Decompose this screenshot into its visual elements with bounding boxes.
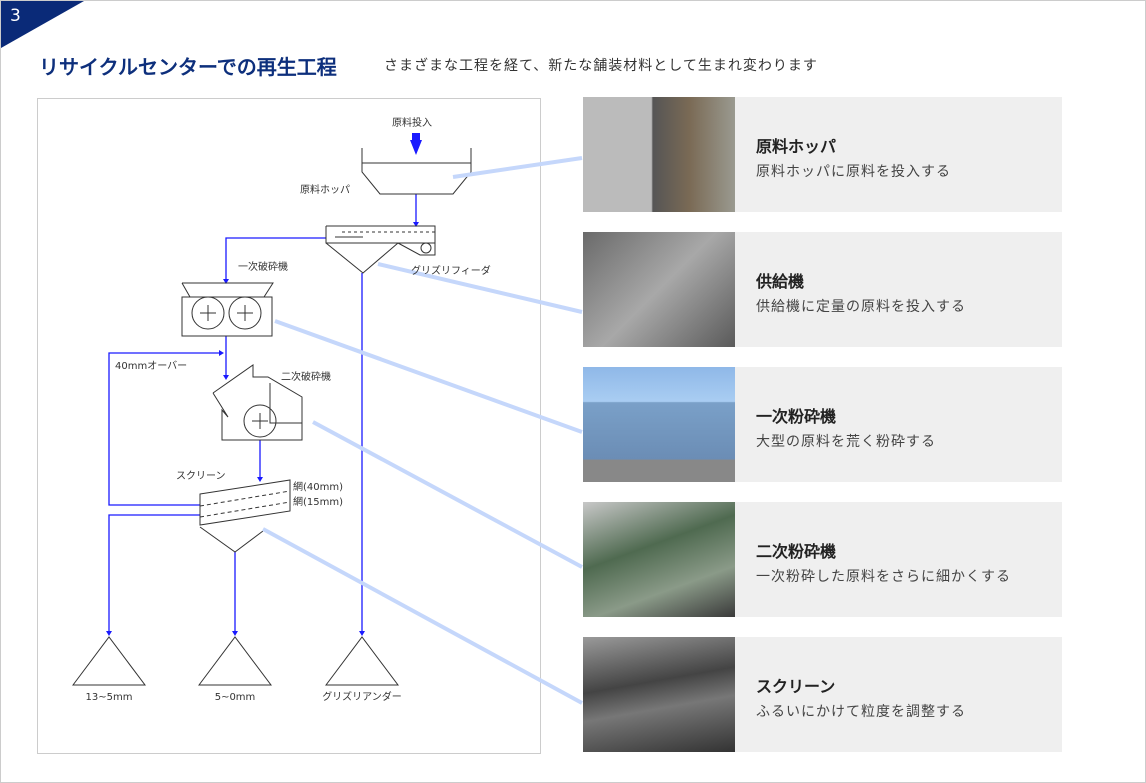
- label-out-13-5: 13~5mm: [86, 692, 133, 703]
- label-out-grizzly-under: グリズリアンダー: [322, 690, 402, 703]
- card-screen: スクリーンふるいにかけて粒度を調整する: [583, 637, 1062, 752]
- label-feeder: グリズリフィーダ: [411, 264, 491, 277]
- secondary-crusher-photo: [583, 502, 735, 617]
- card-feeder: 供給機供給機に定量の原料を投入する: [583, 232, 1062, 347]
- page-subtitle: さまざまな工程を経て、新たな舗装材料として生まれ変わります: [384, 58, 818, 74]
- secondary-crusher-shape: [212, 364, 303, 441]
- label-over: 40mmオーバー: [115, 360, 187, 372]
- card-primary-crusher: 一次粉砕機大型の原料を荒く粉砕する: [583, 367, 1062, 482]
- card-title: スクリーン: [756, 677, 836, 696]
- card-title: 供給機: [756, 272, 805, 291]
- card-secondary-crusher: 二次粉砕機一次粉砕した原料をさらに細かくする: [583, 502, 1062, 617]
- label-mesh-15: 網(15mm): [293, 495, 343, 508]
- card-desc: 一次粉砕した原料をさらに細かくする: [756, 569, 1011, 585]
- flow-arrowheads: [106, 133, 422, 636]
- label-input: 原料投入: [392, 116, 432, 129]
- output-piles: [72, 636, 399, 686]
- equipment-shapes: [72, 148, 472, 686]
- card-desc: ふるいにかけて粒度を調整する: [756, 704, 966, 720]
- primary-crusher-hopper: [181, 282, 274, 298]
- label-primary: 一次破砕機: [238, 260, 288, 273]
- label-secondary: 二次破砕機: [281, 370, 331, 383]
- connector-lines: [262, 156, 583, 705]
- card-title: 二次粉砕機: [756, 542, 837, 561]
- flow-lines: [108, 194, 417, 633]
- label-hopper: 原料ホッパ: [300, 183, 350, 196]
- hopper-photo: [583, 97, 735, 212]
- label-out-5-0: 5~0mm: [215, 692, 256, 703]
- page-title: リサイクルセンターでの再生工程: [39, 55, 337, 79]
- card-desc: 供給機に定量の原料を投入する: [756, 299, 966, 315]
- building-photo: [583, 367, 735, 482]
- card-title: 一次粉砕機: [756, 407, 837, 426]
- card-title: 原料ホッパ: [756, 137, 837, 156]
- primary-crusher-box: [181, 296, 273, 337]
- page-corner-badge: [1, 1, 84, 48]
- screen-photo: [583, 637, 735, 752]
- card-desc: 大型の原料を荒く粉砕する: [756, 434, 936, 450]
- card-desc: 原料ホッパに原料を投入する: [756, 164, 951, 180]
- page-number: 3: [10, 6, 21, 26]
- label-mesh-40: 網(40mm): [293, 480, 343, 493]
- screen-shape: [199, 479, 291, 526]
- process-diagram-frame: [37, 98, 541, 754]
- feeder-shape: [325, 225, 436, 274]
- label-screen: スクリーン: [176, 470, 226, 482]
- card-hopper: 原料ホッパ原料ホッパに原料を投入する: [583, 97, 1062, 212]
- feeder-photo: [583, 232, 735, 347]
- hopper-shape: [361, 148, 472, 195]
